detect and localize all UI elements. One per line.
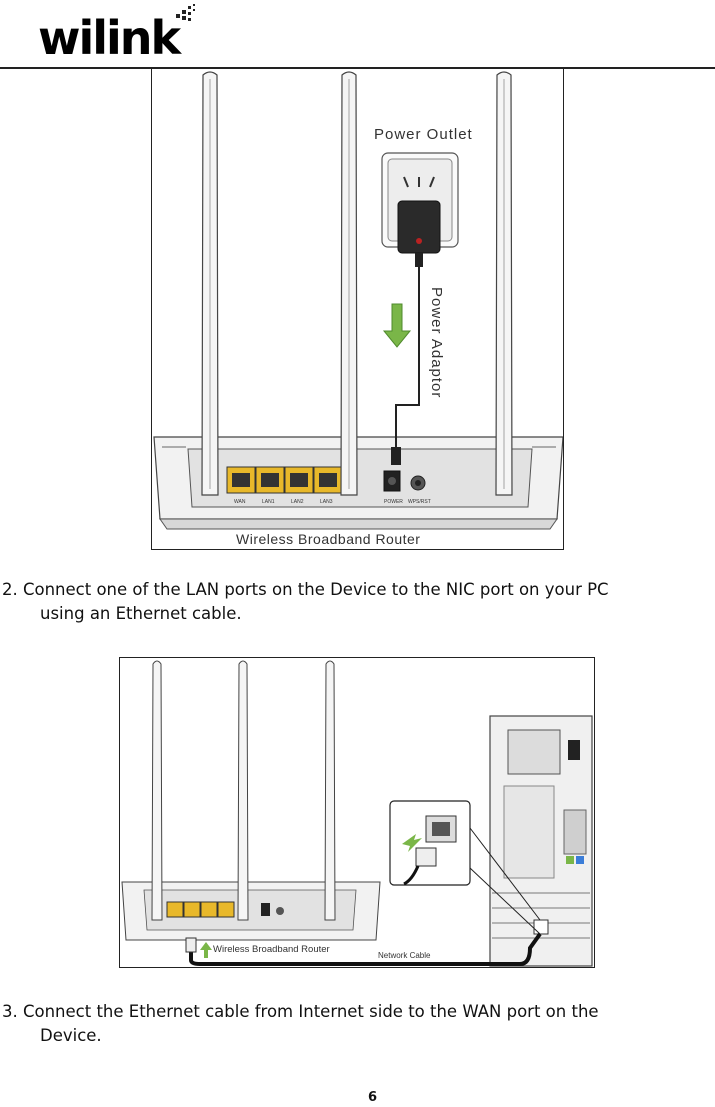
power-jack (261, 903, 270, 916)
power-adaptor-plug (397, 200, 441, 267)
up-arrow-icon (200, 942, 212, 958)
figure-power-connection: WAN LAN1 LAN2 LAN3 POWER WPS/RST Power O… (151, 68, 564, 550)
logo-text: wilink (38, 11, 183, 60)
step-3-line-2: Device. (40, 1026, 102, 1045)
power-diagram: WAN LAN1 LAN2 LAN3 POWER WPS/RST Power O… (153, 71, 563, 547)
step-2-line-1: 2. Connect one of the LAN ports on the D… (2, 580, 609, 599)
brand-logo: wilink (38, 4, 208, 65)
ethernet-ports (166, 901, 235, 918)
port-label-lan3: LAN3 (320, 499, 333, 505)
figure-lan-connection: Wireless Broadband Router Network Cable (119, 657, 595, 968)
router-label: Wireless Broadband Router (213, 944, 330, 955)
page-number: 6 (367, 1090, 378, 1105)
router-label: Wireless Broadband Router (236, 531, 420, 547)
rj45-zoom-inset (389, 800, 541, 935)
logo-graphic: wilink (38, 4, 195, 65)
port-label-lan2: LAN2 (291, 499, 304, 505)
power-adaptor-label: Power Adaptor (428, 287, 445, 398)
wps-button (276, 907, 284, 915)
antennas (151, 660, 336, 921)
router-body (121, 881, 381, 941)
power-connector (391, 447, 401, 465)
network-cable (189, 932, 542, 966)
step-2-line-2: using an Ethernet cable. (40, 604, 242, 623)
port-label-lan1: LAN1 (262, 499, 275, 505)
ethernet-ports (226, 466, 343, 494)
pc-tower (489, 715, 593, 967)
power-outlet-label: Power Outlet (374, 126, 473, 143)
port-label-wan: WAN (234, 499, 246, 505)
wps-port-label: WPS/RST (408, 499, 431, 505)
antennas (201, 71, 513, 496)
step-2-text: 2. Connect one of the LAN ports on the D… (2, 578, 714, 626)
step-3-line-1: 3. Connect the Ethernet cable from Inter… (2, 1002, 599, 1021)
power-cable (395, 267, 420, 447)
power-port-label: POWER (384, 499, 403, 505)
lan-diagram: Wireless Broadband Router Network Cable (121, 660, 593, 967)
network-cable-label: Network Cable (378, 951, 431, 960)
step-3-text: 3. Connect the Ethernet cable from Inter… (2, 1000, 714, 1048)
down-arrow-icon (382, 303, 412, 348)
